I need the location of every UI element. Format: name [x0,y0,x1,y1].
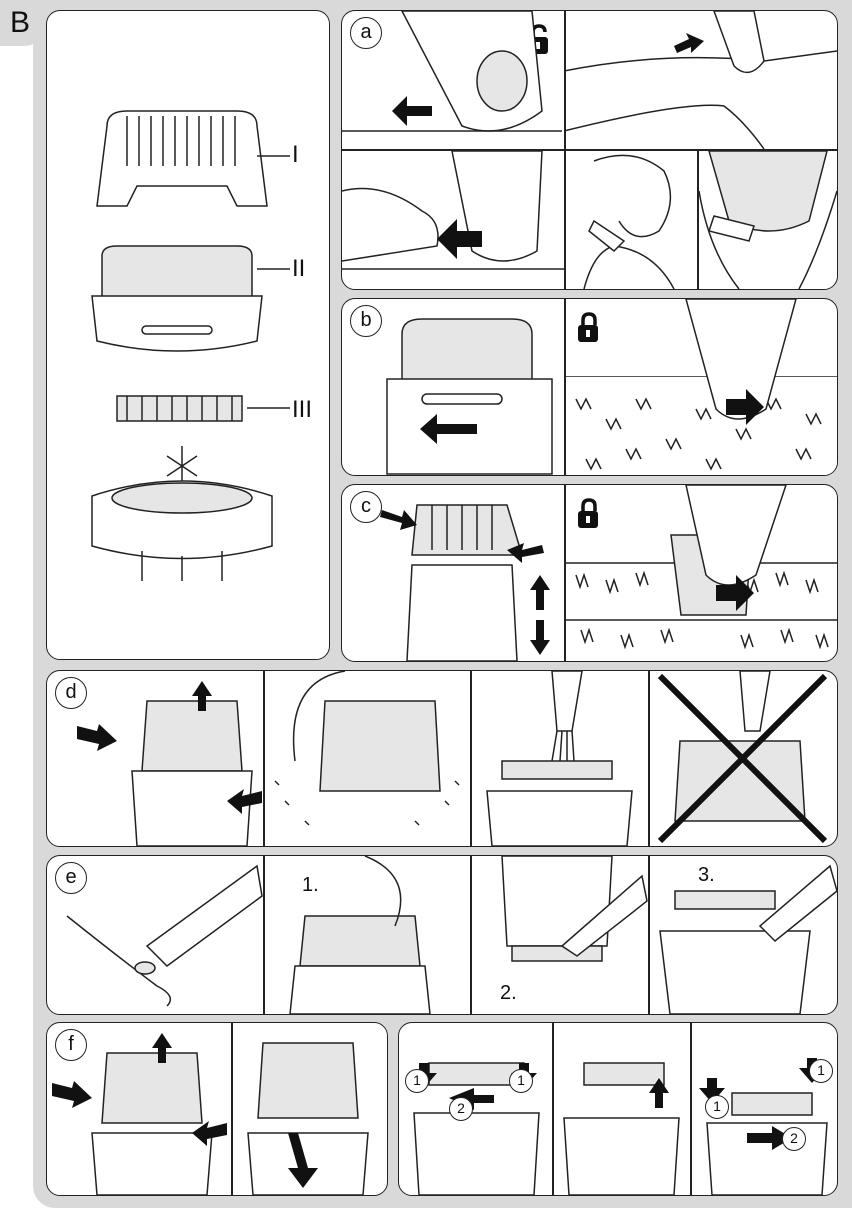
parts-panel: I II III [46,10,330,660]
bikini-area-illustration [699,151,837,289]
step-e-number-1: 1. [302,874,319,897]
panel-f-left: f [46,1022,388,1196]
shaving-motion-illustration [566,299,837,475]
oil-drop-illustration [57,856,262,1014]
lift-trimmer-illustration [554,1023,690,1195]
step-e-number-2: 2. [500,982,517,1005]
skin-stretch-illustration [342,151,564,289]
step-label-a: a [350,17,382,49]
leader-lines [47,11,329,659]
panel-e: e 1. 2. 3. [46,855,838,1015]
oil-base-illustration [650,856,837,1014]
step-f-circle-2: 2 [449,1097,473,1121]
tap-head-illustration [265,671,470,846]
lift-head-illustration [77,1023,227,1195]
oil-shaver-illustration [265,856,470,1014]
push-down-illustration [233,1023,387,1195]
panel-b: b [341,298,838,476]
section-letter: B [10,6,30,40]
section-tab: B [0,0,46,46]
panel-f-right: 1 1 2 1 1 2 [398,1022,838,1196]
face-illustration [564,151,697,289]
step-f-circle-1: 1 [809,1059,833,1083]
step-f-circle-1: 1 [705,1095,729,1119]
step-f-circle-1: 1 [405,1069,429,1093]
panel-c: c [341,484,838,662]
step-f-circle-1: 1 [509,1069,533,1093]
step-label-b: b [350,305,382,337]
do-not-brush-illustration [650,671,837,846]
step-e-number-3: 3. [698,864,715,887]
epilator-angle-illustration [392,11,562,146]
remove-head-illustration [77,671,262,846]
trimming-motion-illustration [566,485,837,661]
panel-a: a [341,10,838,290]
oil-trimmer-illustration [472,856,647,1014]
brush-clean-illustration [472,671,647,846]
leg-illustration [564,11,837,149]
comb-attach-illustration [372,495,562,661]
panel-d: d [46,670,838,847]
remove-trimmer-illustration [399,1023,552,1195]
step-f-circle-2: 2 [782,1127,806,1151]
shaver-head-illustration [382,314,557,474]
